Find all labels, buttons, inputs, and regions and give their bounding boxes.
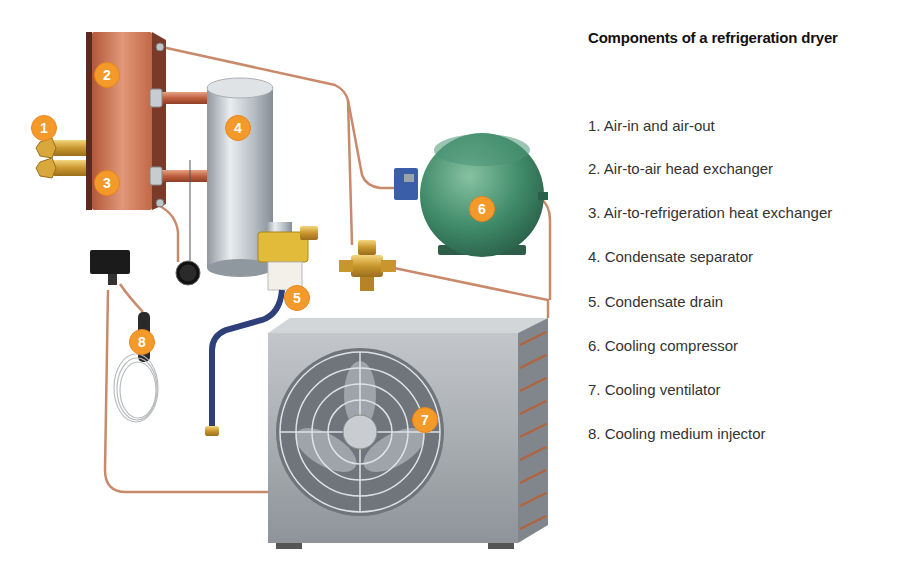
condenser-fan-unit: [268, 333, 518, 543]
callout-circle: 8: [129, 329, 155, 355]
condenser-fan-unit: [280, 352, 440, 512]
air-fittings: [36, 138, 92, 178]
callout-circle: 6: [469, 196, 495, 222]
compressor: [538, 192, 548, 200]
condenser-fan-unit: [520, 493, 546, 506]
condenser-fan-unit: [520, 401, 546, 414]
thermostat-injector: [90, 250, 158, 422]
callout-number: 7: [421, 413, 429, 427]
condenser-fan-unit: [518, 318, 548, 543]
drain-hose: [205, 426, 219, 436]
thermostat-injector: [114, 354, 158, 422]
callout-number: 3: [103, 176, 111, 190]
condenser-fan-unit: [520, 424, 546, 437]
callout-number: 5: [293, 291, 301, 305]
condenser-fan-unit: [268, 318, 548, 333]
condenser-fan-unit: [520, 470, 546, 483]
refrigerant-pipes: [120, 284, 143, 312]
plate-to-separator-pipes: [150, 167, 162, 185]
component-label: 6. Cooling compressor: [588, 337, 738, 354]
refrigerant-pipes: [540, 198, 550, 300]
heat-exchanger-plate: [156, 199, 164, 207]
component-label: 5. Condensate drain: [588, 293, 723, 310]
pressure-gauge: [190, 160, 191, 261]
component-label: 7. Cooling ventilator: [588, 381, 721, 398]
condenser-fan-unit: [520, 378, 546, 391]
condenser-fan-unit: [520, 332, 546, 529]
compressor: [404, 174, 414, 182]
expansion-valve: [360, 277, 374, 291]
compressor: [394, 168, 418, 200]
thermostat-injector: [90, 250, 130, 274]
refrigerant-pipes: [348, 100, 352, 245]
refrigerant-pipes: [105, 290, 268, 492]
condensate-drain-valve: [300, 226, 318, 240]
callout-number: 2: [103, 68, 111, 82]
heat-exchanger-plate: [86, 32, 92, 210]
callout-number: 8: [138, 335, 146, 349]
heat-exchanger-plate: [86, 32, 166, 210]
condenser-fan-unit: [276, 543, 302, 549]
condensate-drain-valve: [258, 222, 318, 290]
thermostat-injector: [114, 354, 158, 422]
air-fittings: [36, 158, 56, 178]
condenser-fan-unit: [520, 355, 546, 368]
compressor: [394, 133, 548, 257]
condenser-fan-unit: [276, 348, 444, 516]
expansion-valve: [381, 260, 396, 272]
expansion-valve: [339, 240, 396, 291]
expansion-valve: [358, 240, 376, 255]
callout-number: 6: [478, 202, 486, 216]
plate-to-separator-pipes: [150, 89, 210, 185]
callout-circle: 5: [284, 285, 310, 311]
thermostat-injector: [120, 362, 156, 418]
component-label: 2. Air-to-air head exchanger: [588, 160, 773, 177]
callout-circle: 7: [412, 407, 438, 433]
condensate-drain-valve: [266, 222, 292, 232]
air-fittings: [36, 138, 56, 158]
expansion-valve: [351, 255, 383, 277]
condenser-fan-unit: [268, 318, 548, 549]
compressor: [420, 133, 544, 257]
condenser-fan-unit: [280, 352, 440, 512]
refrigerant-pipes: [158, 205, 178, 262]
expansion-valve: [339, 260, 353, 272]
compressor: [434, 134, 530, 166]
heat-exchanger-plate: [92, 32, 152, 210]
condenser-fan-unit: [520, 332, 546, 345]
plate-to-separator-pipes: [150, 89, 162, 107]
diagram-title: Components of a refrigeration dryer: [588, 29, 838, 46]
condenser-fan-unit: [520, 447, 546, 460]
pressure-gauge: [176, 261, 200, 285]
callout-circle: 3: [94, 170, 120, 196]
callout-number: 4: [234, 121, 242, 135]
refrigerant-pipes: [394, 268, 548, 318]
callout-circle: 4: [225, 115, 251, 141]
callout-circle: 1: [31, 115, 57, 141]
callout-number: 1: [40, 121, 48, 135]
component-label: 1. Air-in and air-out: [588, 117, 715, 134]
component-label: 3. Air-to-refrigeration heat exchanger: [588, 204, 832, 221]
condenser-fan-unit: [343, 415, 377, 449]
separator-cylinder: [207, 78, 273, 98]
pressure-gauge: [180, 265, 197, 282]
condenser-fan-unit: [488, 543, 514, 549]
callout-circle: 2: [94, 62, 120, 88]
condenser-fan-unit: [520, 516, 546, 529]
component-label: 8. Cooling medium injector: [588, 425, 766, 442]
refrigerant-pipes: [162, 47, 396, 188]
thermostat-injector: [108, 274, 117, 285]
component-label: 4. Condensate separator: [588, 248, 753, 265]
thermostat-injector: [117, 358, 157, 420]
heat-exchanger-plate: [156, 43, 164, 51]
pressure-gauge: [176, 160, 200, 285]
